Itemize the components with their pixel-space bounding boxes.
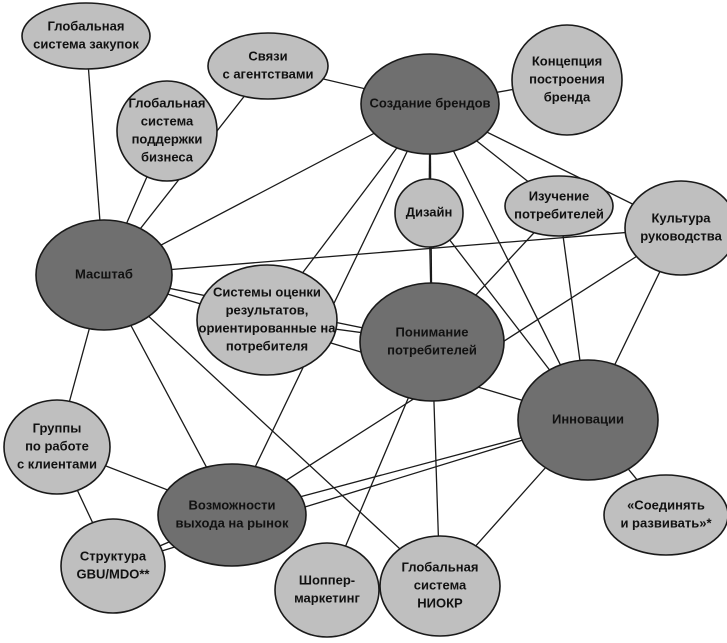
node-global-business-support-label-line: бизнеса [141,149,194,164]
node-global-business-support-label-line: система [141,113,194,128]
node-agency-relations-shape [207,32,329,100]
node-evaluation-systems-label-line: результатов, [226,302,309,317]
node-gbu-mdo-shape [60,518,166,614]
node-scale-label: Масштаб [75,266,133,281]
node-evaluation-systems-label: Системы оценки результатов, ориентированны… [199,284,337,353]
node-global-business-support-label-line: Глобальная [129,95,206,110]
node-global-rnd-label-line: Глобальная [402,559,479,574]
node-innovation-label: Инновации [552,411,624,426]
node-consumer-understanding: Понимание потребителей [359,282,505,402]
node-client-teams-label: Группы по работе с клиентами [17,420,97,471]
node-global-purchasing-shape [21,2,151,70]
node-brand-concept-label-line: построения [529,71,605,86]
node-brand-concept: Концепция построения бренда [511,24,623,136]
node-agency-relations-label-line: Связи [248,48,287,63]
node-brand-concept-label-line: Концепция [532,53,602,68]
node-global-business-support-label-line: поддержки [132,131,203,146]
node-brand-creation: Создание брендов [360,53,500,155]
edge-scale-innovation [103,274,589,421]
node-shopper-marketing-label-line: Шоппер- [299,572,355,587]
node-shopper-marketing-label-line: маркетинг [294,590,360,605]
node-shopper-marketing-label: Шоппер-маркетинг [294,572,360,605]
node-client-teams-shape [3,399,111,495]
node-agency-relations-label-line: с агентствами [222,66,313,81]
node-consumer-research-shape [504,175,614,237]
node-gbu-mdo-label-line: Структура [80,548,147,563]
node-global-purchasing-label-line: система закупок [33,36,139,51]
node-connect-develop-label: «Соединять и развивать»* [620,497,712,530]
node-global-business-support: Глобальная система поддержки бизнеса [116,80,218,182]
node-client-teams-label-line: Группы [33,420,82,435]
node-brand-creation-label: Создание брендов [369,95,490,110]
node-design: Дизайн [394,178,464,248]
node-market-access-label-line: Возможности [189,497,276,512]
node-innovation-label-line: Инновации [552,411,624,426]
node-consumer-understanding-label-line: Понимание [396,324,469,339]
node-leadership-culture-label: Культура руководства [640,210,722,243]
node-global-purchasing: Глобальная система закупок [21,2,151,70]
node-leadership-culture-label-line: Культура [651,210,711,225]
node-leadership-culture-label-line: руководства [640,228,722,243]
node-global-rnd-shape [379,535,501,637]
node-consumer-research: Изучение потребителей [504,175,614,237]
node-innovation: Инновации [517,359,659,481]
node-client-teams-label-line: по работе [25,438,89,453]
node-brand-concept-label-line: бренда [544,89,591,104]
node-scale: Масштаб [35,219,173,331]
node-connect-develop: «Соединять и развивать»* [603,474,727,556]
node-design-label: Дизайн [406,204,453,219]
node-global-business-support-label: Глобальная система поддержки бизнеса [129,95,206,164]
node-client-teams: Группы по работе с клиентами [3,399,111,495]
node-connect-develop-label-line: и развивать»* [620,515,712,530]
node-market-access-shape [157,463,307,567]
node-consumer-research-label-line: Изучение [529,188,590,203]
node-scale-shape [35,219,173,331]
node-evaluation-systems-label-line: Системы оценки [213,284,321,299]
node-market-access-label-line: выхода на рынок [176,515,289,530]
node-global-purchasing-label: Глобальная система закупок [33,18,139,51]
node-brand-concept-label: Концепция построения бренда [529,53,605,104]
node-global-rnd-label-line: система [414,577,467,592]
node-evaluation-systems-label-line: потребителя [226,338,308,353]
node-shopper-marketing: Шоппер-маркетинг [274,542,380,638]
node-design-shape [394,178,464,248]
node-scale-label-line: Масштаб [75,266,133,281]
node-evaluation-systems-shape [196,264,338,376]
node-brand-creation-shape [360,53,500,155]
node-innovation-shape [517,359,659,481]
node-connect-develop-label-line: «Соединять [627,497,705,512]
node-agency-relations: Связи с агентствами [207,32,329,100]
node-shopper-marketing-shape [274,542,380,638]
node-gbu-mdo-label-line: GBU/MDO** [77,566,151,581]
node-leadership-culture-shape [624,180,727,276]
edge-scale-global-rnd [103,274,441,587]
node-global-rnd-label-line: НИОКР [417,595,463,610]
edge-leadership-culture-scale [103,227,682,276]
node-consumer-understanding-label-line: потребителей [387,342,477,357]
node-agency-relations-label: Связи с агентствами [222,48,313,81]
node-consumer-understanding-shape [359,282,505,402]
node-global-purchasing-label-line: Глобальная [48,18,125,33]
node-market-access: Возможности выхода на рынок [157,463,307,567]
node-client-teams-label-line: с клиентами [17,456,97,471]
node-consumer-research-label-line: потребителей [514,206,604,221]
node-evaluation-systems: Системы оценки результатов, ориентированны… [196,264,338,376]
node-market-access-label: Возможности выхода на рынок [176,497,289,530]
node-brand-concept-shape [511,24,623,136]
node-leadership-culture: Культура руководства [624,180,727,276]
node-consumer-understanding-label: Понимание потребителей [387,324,477,357]
node-consumer-research-label: Изучение потребителей [514,188,604,221]
node-design-label-line: Дизайн [406,204,453,219]
node-global-business-support-shape [116,80,218,182]
node-brand-creation-label-line: Создание брендов [369,95,490,110]
node-evaluation-systems-label-line: ориентированные на [199,320,337,335]
node-connect-develop-shape [603,474,727,556]
